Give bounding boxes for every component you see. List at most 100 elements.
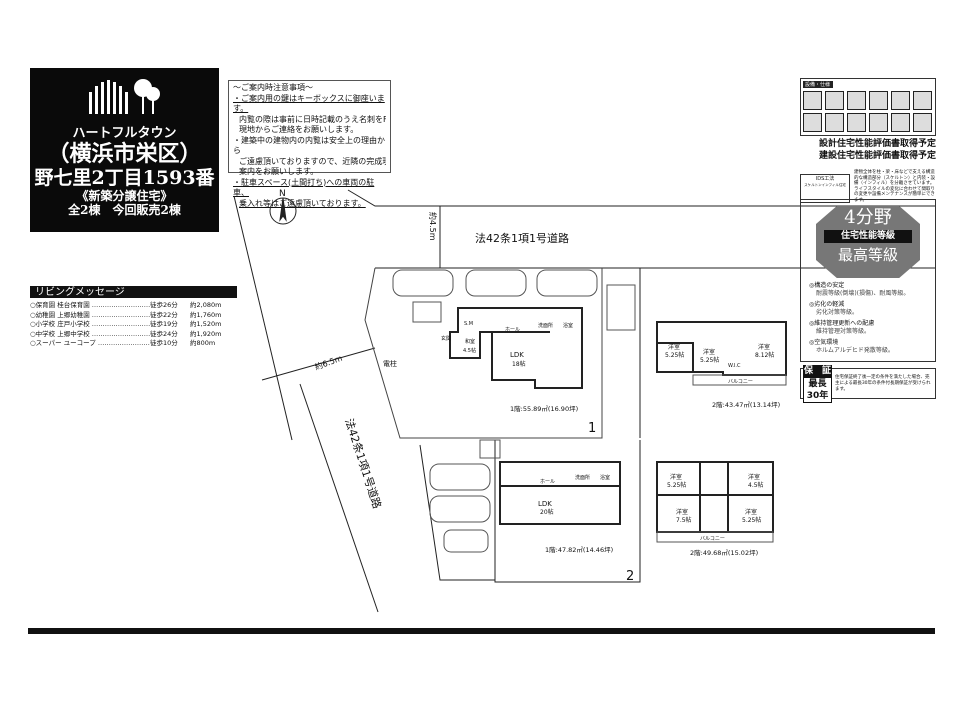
h2f2-room1: 洋室 bbox=[670, 473, 682, 481]
h1f2-room1-size: 5.25帖 bbox=[665, 351, 684, 359]
equipment-icon bbox=[891, 91, 910, 110]
h2-f2-area: 2階:49.68㎡(15.02坪) bbox=[690, 548, 758, 557]
h1-washitsu: 和室 bbox=[465, 338, 475, 345]
h2f2-room3: 洋室 bbox=[676, 508, 688, 516]
guarantee-badge: 保 証最長30年 bbox=[803, 364, 832, 403]
equipment-icon bbox=[803, 91, 822, 110]
notice-line: ・駐車スペース(土間打ち)への車両の駐車、 bbox=[233, 177, 375, 198]
list-item: ○小学校 庄戸小学校 ………………………徒歩19分約1,520m bbox=[30, 320, 222, 328]
road-top-width: 約4.5m bbox=[428, 212, 438, 241]
equipment-icon bbox=[825, 91, 844, 110]
list-item: ○幼稚園 上郷幼稚園 ………………………徒歩22分約1,760m bbox=[30, 310, 222, 319]
notice-line: 乗入れ等はご遠慮頂いております。 bbox=[239, 198, 366, 208]
bottom-divider bbox=[28, 628, 935, 634]
list-item: ○中学校 上郷中学校 ………………………徒歩24分約1,920m bbox=[30, 329, 222, 338]
h1f2-room2-size: 5.25帖 bbox=[700, 356, 719, 364]
heartful-town-logo-icon bbox=[88, 79, 160, 114]
design-evaluation: 設計住宅性能評価書取得予定 bbox=[818, 139, 936, 149]
h1-genkan: 玄関 bbox=[441, 335, 451, 342]
viewing-notice-box: 〜ご案内時注意事項〜 ・ご案内用の鍵はキーボックスに御座います。 内覧の際は事前… bbox=[228, 80, 391, 208]
address: 野七里2丁目1593番 bbox=[34, 167, 215, 189]
h1f2-room1: 洋室 bbox=[668, 343, 680, 351]
h1-hall: ホール bbox=[505, 327, 520, 333]
h1-ldk: LDK bbox=[510, 351, 524, 359]
living-message: リビングメッセージ ○保育園 桂台保育園 ………………………徒歩26分約2,08… bbox=[30, 286, 237, 349]
h1f2-room3-size: 8.12帖 bbox=[755, 351, 774, 359]
h1f2-room3: 洋室 bbox=[758, 343, 770, 351]
h2f2-room2-size: 4.5帖 bbox=[748, 481, 764, 489]
h1f2-balcony: バルコニー bbox=[728, 379, 753, 385]
grade-item: ◎劣化の軽減劣化対策等級。 bbox=[809, 301, 859, 316]
ids-description: 建物全体を柱・梁・床などで支える構造的な構造部分（スケルトン）と内装・設備（イン… bbox=[854, 170, 935, 203]
living-heading: リビングメッセージ bbox=[30, 286, 237, 298]
equipment-icon bbox=[847, 91, 866, 110]
h2-hall: ホール bbox=[540, 479, 555, 485]
ids-method: IDS工法スケルトンインフィル住宅 建物全体を柱・梁・床などで支える構造的な構造… bbox=[800, 170, 936, 203]
h2f2-room4: 洋室 bbox=[745, 508, 757, 516]
grade-item: ◎維持管理更新への配慮維持管理対策等級。 bbox=[809, 320, 875, 335]
performance-grade-panel: 4分野 住宅性能等級 最高等級 ◎構造の安定耐震等級(倒壊)(損傷)、耐風等級。… bbox=[800, 199, 936, 362]
pole-label: 電柱 bbox=[383, 359, 397, 368]
notice-line: 案内をお願いします。 bbox=[239, 167, 319, 176]
h2f2-room2: 洋室 bbox=[748, 473, 760, 481]
h2-bath: 浴室 bbox=[600, 474, 610, 481]
h2f2-balcony: バルコニー bbox=[700, 536, 725, 542]
h2-f1-area: 1階:47.82㎡(14.46坪) bbox=[545, 545, 613, 554]
h1f2-wic: W.I.C bbox=[728, 363, 741, 369]
h1-f2-area: 2階:43.47㎡(13.14坪) bbox=[712, 400, 780, 409]
equipment-icon bbox=[847, 113, 866, 132]
h1f2-room2: 洋室 bbox=[703, 348, 715, 356]
equipment-icon bbox=[803, 113, 822, 132]
h2f2-room4-size: 5.25帖 bbox=[742, 516, 761, 524]
lot-number-2: 2 bbox=[626, 569, 634, 584]
grade-badge: 4分野 住宅性能等級 最高等級 bbox=[816, 206, 920, 278]
north-label: N bbox=[279, 189, 286, 199]
flat-floor-icon bbox=[913, 113, 932, 132]
road-left-width: 約6.5m bbox=[313, 353, 343, 372]
notice-line: 現地からご連絡をお願いします。 bbox=[239, 125, 359, 134]
compass-icon bbox=[269, 197, 297, 225]
ids-house-icon: IDS工法スケルトンインフィル住宅 bbox=[800, 174, 850, 203]
equipment-icons-panel: 設備・仕様 bbox=[800, 78, 936, 136]
h2-ldk-size: 20帖 bbox=[540, 508, 554, 516]
evaluation-text: 設計住宅性能評価書取得予定 建設住宅性能評価書取得予定 bbox=[800, 138, 936, 162]
lot-number-1: 1 bbox=[588, 421, 596, 436]
grade-item: ◎空気環境ホルムアルデヒド発散等級。 bbox=[809, 339, 894, 354]
road-left-label: 法42条1項1号道路 bbox=[342, 417, 384, 511]
notice-line: 内覧の際は事前に日時記載のうえ名刺をFAX頂き、 bbox=[239, 114, 386, 124]
equipment-icon bbox=[869, 113, 888, 132]
h1-f1-area: 1階:55.89㎡(16.90坪) bbox=[510, 404, 578, 413]
property-title-box: ハートフルタウン （横浜市栄区） 野七里2丁目1593番 《新築分譲住宅》 全2… bbox=[30, 68, 219, 232]
grade-item: ◎構造の安定耐震等級(倒壊)(損傷)、耐風等級。 bbox=[809, 282, 910, 297]
equipment-icon bbox=[891, 113, 910, 132]
h1-sm: S.M bbox=[464, 321, 473, 327]
h1-washroom: 洗面所 bbox=[538, 322, 553, 329]
brand-name: ハートフルタウン bbox=[72, 126, 177, 141]
notice-line: ご遠慮頂いておりますので、近隣の完成現場へのご bbox=[239, 156, 386, 166]
toilet-icon bbox=[913, 91, 932, 110]
guarantee-text: 住宅保証終了後一定の条件を満たした場合、売主による最長30年の条件付長期保証が受… bbox=[834, 374, 931, 392]
h1-washitsu-size: 4.5帖 bbox=[463, 347, 476, 354]
car-icon bbox=[392, 269, 598, 553]
list-item: ○スーパー ユーコープ ……………………徒歩10分約800m bbox=[30, 339, 216, 347]
h1-bath: 浴室 bbox=[563, 322, 573, 329]
construction-evaluation: 建設住宅性能評価書取得予定 bbox=[818, 151, 936, 161]
h2-washroom: 洗面所 bbox=[575, 474, 590, 481]
units-info: 全2棟 今回販売2棟 bbox=[68, 203, 181, 217]
h2f2-room3-size: 7.5帖 bbox=[676, 516, 692, 524]
notice-line: ・建築中の建物内の内覧は安全上の理由から bbox=[233, 135, 385, 156]
h1-ldk-size: 18帖 bbox=[512, 360, 526, 368]
equipment-heading: 設備・仕様 bbox=[803, 81, 833, 88]
h2-ldk: LDK bbox=[538, 500, 552, 508]
ward-name: （横浜市栄区） bbox=[47, 141, 202, 167]
equipment-icon bbox=[869, 91, 888, 110]
notice-line: ・ご案内用の鍵はキーボックスに御座います。 bbox=[233, 93, 385, 114]
list-item: ○保育園 桂台保育園 ………………………徒歩26分約2,080m bbox=[30, 301, 222, 309]
property-type: 《新築分譲住宅》 bbox=[76, 189, 173, 203]
h2f2-room1-size: 5.25帖 bbox=[667, 481, 686, 489]
notice-heading: 〜ご案内時注意事項〜 bbox=[233, 83, 313, 92]
guarantee-box: 保 証最長30年 住宅保証終了後一定の条件を満たした場合、売主による最長30年の… bbox=[800, 364, 936, 403]
site-plan: N 約4.5m 法42条1項1号道路 約6.5m 法42条1項1号道路 電柱 1… bbox=[233, 189, 935, 613]
equipment-icon bbox=[825, 113, 844, 132]
road-top-label: 法42条1項1号道路 bbox=[475, 231, 569, 245]
